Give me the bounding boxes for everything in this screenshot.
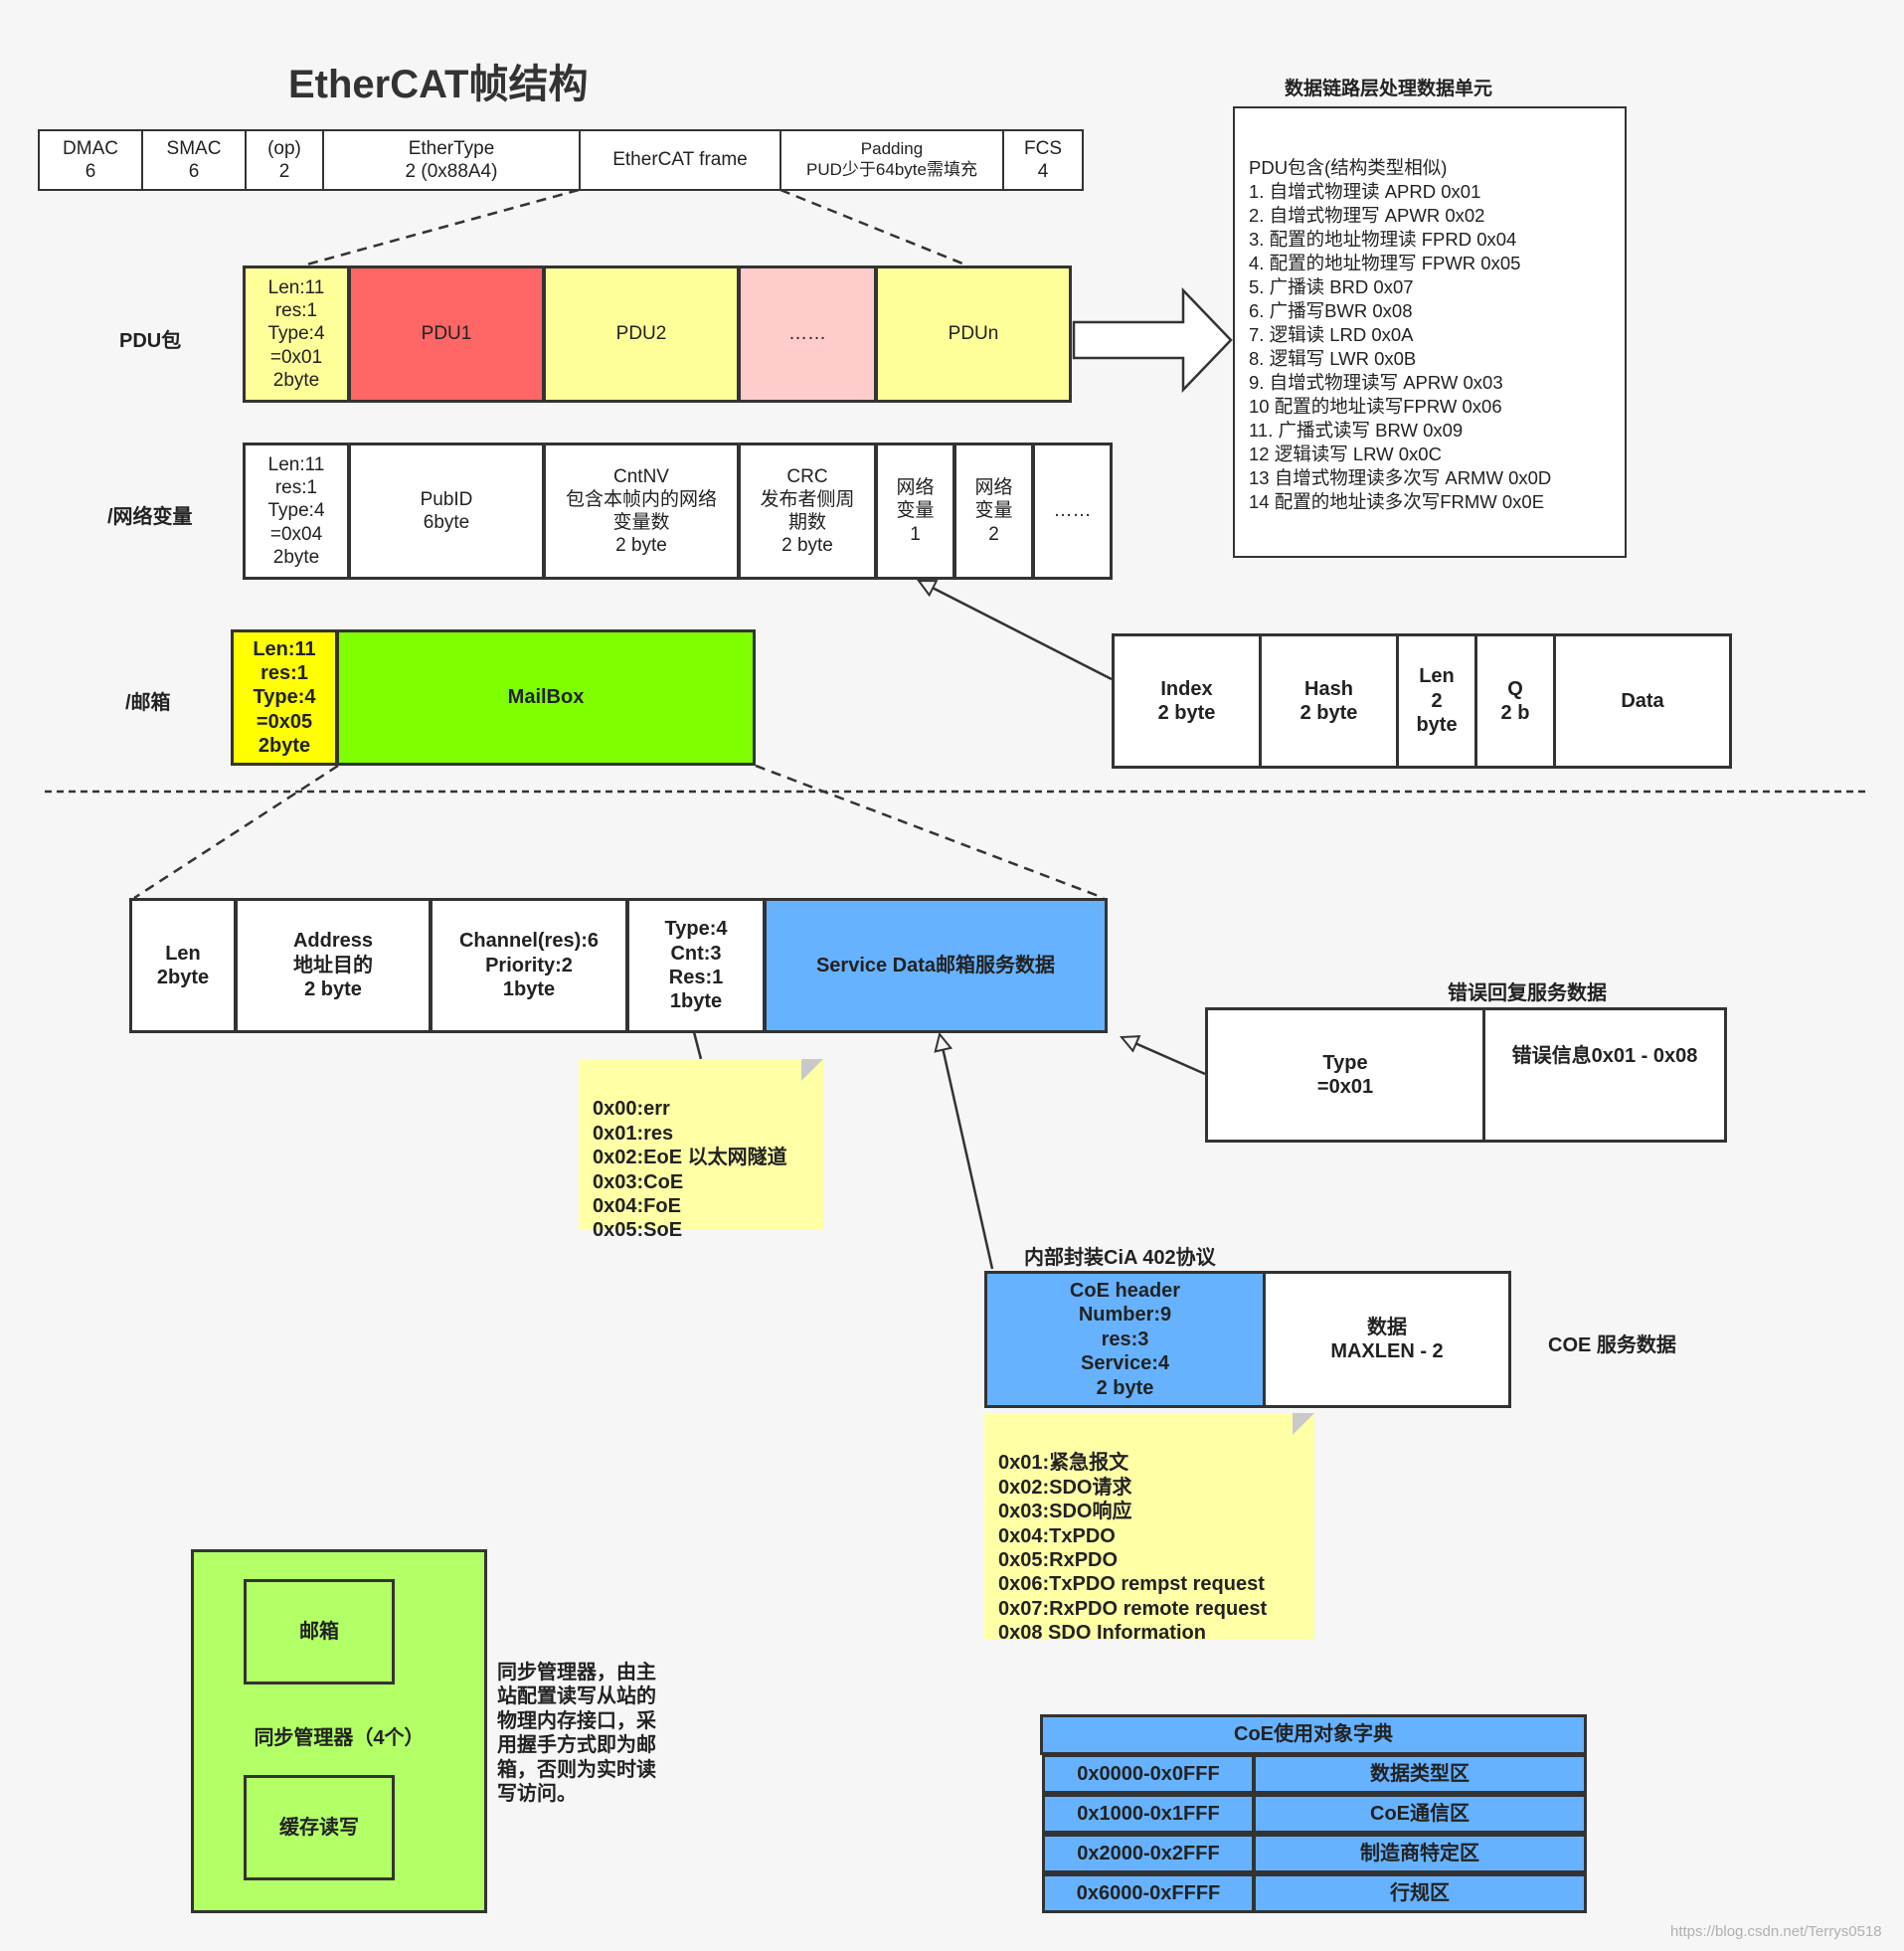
- pdu-ellipsis: ……: [738, 266, 877, 403]
- pdu-type-item: 14 配置的地址读多次写FRMW 0x0E: [1249, 491, 1545, 512]
- network-var-2: 网络 变量 2: [953, 443, 1034, 580]
- error-type: Type =0x01: [1205, 1007, 1485, 1143]
- field-smac: SMAC 6: [141, 129, 247, 191]
- coe-caption: 内部封装CiA 402协议: [1024, 1247, 1216, 1269]
- coe-service-note-text: 0x01:紧急报文 0x02:SDO请求 0x03:SDO响应 0x04:TxP…: [998, 1452, 1268, 1645]
- pdu-type-item: 11. 广播式读写 BRW 0x09: [1249, 420, 1464, 441]
- network-var-more: ……: [1032, 443, 1113, 580]
- big-arrow: [1072, 286, 1233, 394]
- coe-service-note: 0x01:紧急报文 0x02:SDO请求 0x03:SDO响应 0x04:TxP…: [984, 1413, 1314, 1644]
- field-op: (op) 2: [245, 129, 324, 191]
- object-dict-title: CoE使用对象字典: [1040, 1714, 1587, 1755]
- dict-name: 数据类型区: [1253, 1754, 1587, 1794]
- network-var-pubid: PubID 6byte: [348, 443, 545, 580]
- network-var-1: 网络 变量 1: [875, 443, 955, 580]
- dashed-connector: [779, 188, 968, 267]
- sync-mailbox: 邮箱: [244, 1579, 395, 1685]
- pdu-type-item: 13 自增式物理读多次写 ARMW 0x0D: [1249, 467, 1552, 488]
- mbx-len: Len 2byte: [129, 898, 237, 1033]
- pdu-types-title: 数据链路层处理数据单元: [1285, 79, 1493, 99]
- error-info: 错误信息0x01 - 0x08: [1482, 1007, 1727, 1143]
- dict-name: 制造商特定区: [1253, 1834, 1587, 1873]
- note-pointer: [692, 1031, 703, 1060]
- field-fcs: FCS 4: [1002, 129, 1084, 191]
- coe-data: 数据 MAXLEN - 2: [1263, 1271, 1511, 1408]
- detail-index: Index 2 byte: [1112, 633, 1262, 769]
- detail-hash: Hash 2 byte: [1259, 633, 1399, 769]
- watermark: https://blog.csdn.net/Terrys0518: [1670, 1923, 1882, 1940]
- pdu-type-item: 12 逻辑读写 LRW 0x0C: [1249, 443, 1442, 464]
- detail-data: Data: [1553, 633, 1732, 769]
- dict-name: 行规区: [1253, 1873, 1587, 1913]
- sync-manager-description: 同步管理器，由主 站配置读写从站的 物理内存接口，采 用握手方式即为邮 箱，否则…: [497, 1662, 656, 1805]
- coe-side-label: COE 服务数据: [1548, 1334, 1676, 1356]
- arrow-connector: [940, 1034, 994, 1270]
- pdu-type-item: 3. 配置的地址物理读 FPRD 0x04: [1249, 229, 1517, 250]
- dict-range: 0x1000-0x1FFF: [1042, 1794, 1255, 1834]
- field-padding: Padding PUD少于64byte需填充: [779, 129, 1004, 191]
- pdu-types-box: PDU包含(结构类型相似) 1. 自增式物理读 APRD 0x01 2. 自增式…: [1233, 106, 1627, 558]
- pdu-type-item: 2. 自增式物理写 APWR 0x02: [1249, 205, 1485, 226]
- dict-range: 0x6000-0xFFFF: [1042, 1873, 1255, 1913]
- sync-manager-label: 同步管理器（4个）: [254, 1727, 425, 1749]
- error-reply-title: 错误回复服务数据: [1448, 982, 1607, 1004]
- field-ethertype: EtherType 2 (0x88A4): [322, 129, 581, 191]
- detail-len: Len 2 byte: [1396, 633, 1477, 769]
- pdu-type-item: 8. 逻辑写 LWR 0x0B: [1249, 348, 1417, 369]
- field-ethercat-frame: EtherCAT frame: [579, 129, 781, 191]
- sync-manager-box: 邮箱 同步管理器（4个） 缓存读写: [191, 1549, 487, 1913]
- pdu-type-item: 9. 自增式物理读写 APRW 0x03: [1249, 372, 1503, 393]
- pdu-row-label: PDU包: [119, 330, 182, 352]
- pdu-types-intro: PDU包含(结构类型相似): [1249, 157, 1448, 178]
- network-var-cntnv: CntNV 包含本帧内的网络 变量数 2 byte: [543, 443, 740, 580]
- mailbox-type-note: 0x00:err 0x01:res 0x02:EoE 以太网隧道 0x03:Co…: [579, 1059, 823, 1241]
- dashed-connector: [302, 188, 580, 267]
- mailbox-body: MailBox: [336, 629, 756, 766]
- mailbox-header: Len:11 res:1 Type:4 =0x05 2byte: [231, 629, 338, 766]
- network-var-crc: CRC 发布者侧周 期数 2 byte: [738, 443, 877, 580]
- mailbox-row-label: /邮箱: [125, 692, 171, 714]
- pdu-type-item: 6. 广播写BWR 0x08: [1249, 300, 1413, 321]
- dashed-connector: [755, 764, 1105, 900]
- mbx-address: Address 地址目的 2 byte: [235, 898, 432, 1033]
- pdu-type-item: 5. 广播读 BRD 0x07: [1249, 276, 1414, 297]
- sync-buffer: 缓存读写: [244, 1775, 395, 1880]
- pdu-type-item: 1. 自增式物理读 APRD 0x01: [1249, 181, 1481, 202]
- mbx-type: Type:4 Cnt:3 Res:1 1byte: [626, 898, 766, 1033]
- field-dmac: DMAC 6: [38, 129, 143, 191]
- pdu-type-item: 7. 逻辑读 LRD 0x0A: [1249, 324, 1414, 345]
- detail-q: Q 2 b: [1474, 633, 1556, 769]
- pdu-type-item: 10 配置的地址读写FPRW 0x06: [1249, 396, 1502, 417]
- pdu-2: PDU2: [543, 266, 740, 403]
- dashed-connector: [133, 764, 339, 900]
- network-var-header: Len:11 res:1 Type:4 =0x04 2byte: [243, 443, 350, 580]
- pdu-n: PDUn: [875, 266, 1072, 403]
- pdu-1: PDU1: [348, 266, 545, 403]
- dict-name: CoE通信区: [1253, 1794, 1587, 1834]
- coe-header: CoE header Number:9 res:3 Service:4 2 by…: [984, 1271, 1266, 1408]
- pdu-header: Len:11 res:1 Type:4 =0x01 2byte: [243, 266, 350, 403]
- network-var-row-label: /网络变量: [107, 506, 193, 528]
- dict-range: 0x0000-0x0FFF: [1042, 1754, 1255, 1794]
- mbx-service-data: Service Data邮箱服务数据: [764, 898, 1108, 1033]
- page-title: EtherCAT帧结构: [288, 63, 589, 106]
- pdu-type-item: 4. 配置的地址物理写 FPWR 0x05: [1249, 253, 1521, 273]
- mailbox-type-note-text: 0x00:err 0x01:res 0x02:EoE 以太网隧道 0x03:Co…: [593, 1098, 787, 1242]
- arrow-connector: [919, 579, 1113, 681]
- mbx-channel: Channel(res):6 Priority:2 1byte: [430, 898, 628, 1033]
- arrow-connector: [1122, 1037, 1206, 1076]
- dict-range: 0x2000-0x2FFF: [1042, 1834, 1255, 1873]
